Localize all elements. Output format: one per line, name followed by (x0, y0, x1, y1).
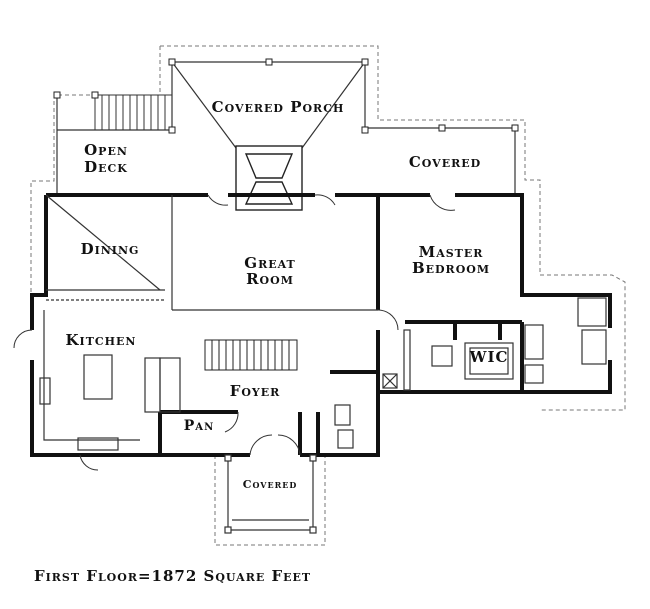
covered-porch-label: Covered Porch (212, 98, 345, 116)
covered-entry (224, 454, 317, 534)
kitchen-label: Kitchen (66, 331, 137, 349)
fireplace (235, 145, 303, 211)
pan-label: Pan (184, 418, 214, 434)
roof-outline (30, 45, 626, 546)
wic-label: WIC (469, 348, 509, 366)
foyer-label: Foyer (230, 382, 281, 400)
covered-label: Covered (409, 153, 481, 171)
door-swings (13, 194, 456, 471)
dining-label: Dining (81, 240, 140, 258)
floor-area-caption: First Floor=1872 Square Feet (34, 567, 312, 585)
great-room-label-line1: Great (244, 254, 295, 272)
great-room-label-line2: Room (246, 270, 294, 288)
master-bedroom-label-line2: Bedroom (412, 259, 490, 277)
deck-stairs (94, 94, 173, 131)
master-bedroom-label-line1: Master (419, 243, 484, 261)
open-deck-label-line1: Open (84, 141, 128, 159)
covered-entry-label: Covered (243, 478, 298, 491)
main-stairs (204, 339, 298, 371)
interior-lines (39, 194, 607, 451)
posts (53, 58, 519, 134)
open-deck-label-line2: Deck (84, 158, 128, 176)
walls (30, 193, 612, 457)
